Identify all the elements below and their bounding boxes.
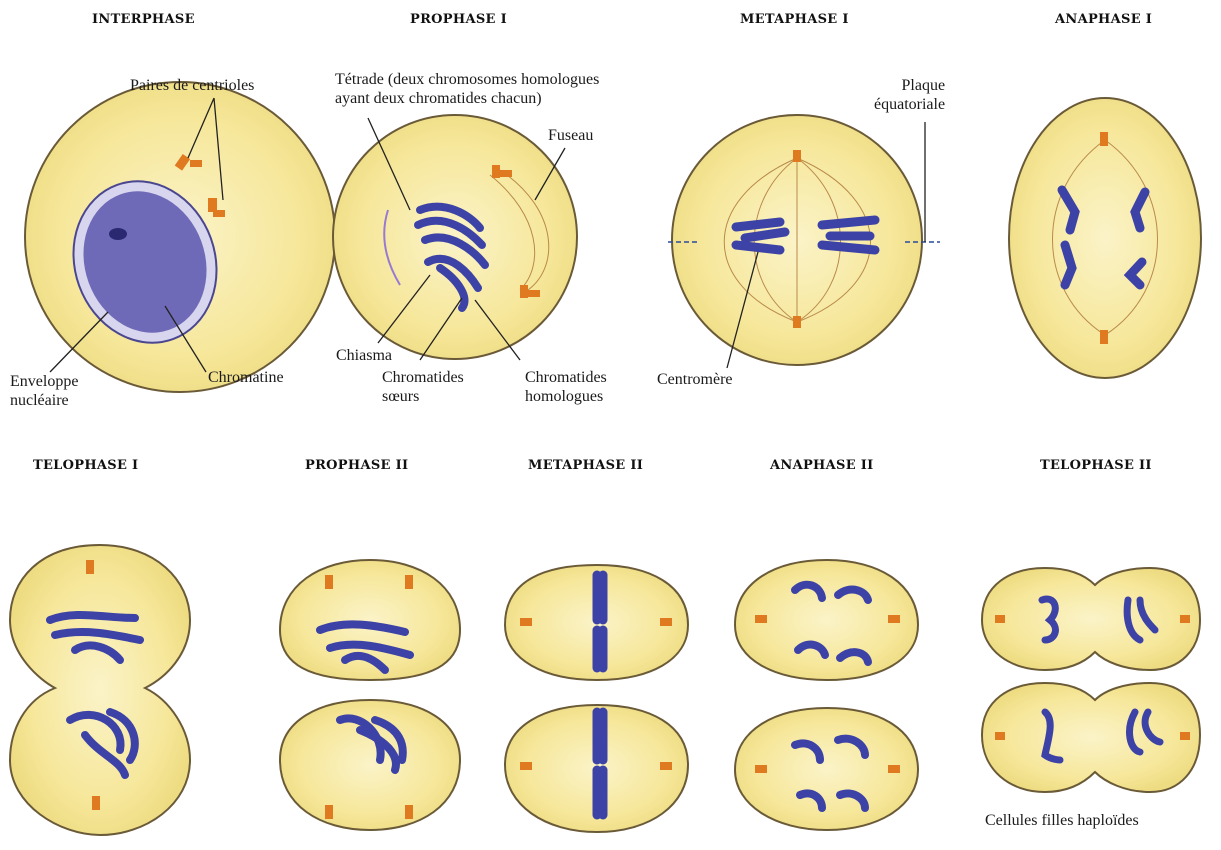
cell-prophase2 (280, 560, 460, 830)
label-cellules-filles: Cellules filles haploïdes (985, 811, 1139, 830)
label-tetrade: Tétrade (deux chromosomes homologues aya… (335, 70, 599, 108)
title-telophase2: TELOPHASE II (1040, 458, 1152, 473)
label-centrioles: Paires de centrioles (130, 76, 254, 95)
label-chromatine: Chromatine (208, 368, 284, 387)
label-fuseau: Fuseau (548, 126, 593, 145)
cell-telophase1 (10, 545, 190, 835)
title-interphase: INTERPHASE (92, 12, 195, 27)
title-anaphase2: ANAPHASE II (770, 458, 874, 473)
cell-interphase (25, 82, 335, 392)
title-prophase2: PROPHASE II (305, 458, 408, 473)
cell-metaphase1 (668, 115, 940, 368)
title-metaphase2: METAPHASE II (528, 458, 643, 473)
label-chromatides-soeurs: Chromatides sœurs (382, 368, 464, 406)
label-enveloppe: Enveloppe nucléaire (10, 372, 78, 410)
cell-telophase2 (982, 568, 1200, 792)
title-metaphase1: METAPHASE I (740, 12, 849, 27)
title-prophase1: PROPHASE I (410, 12, 507, 27)
label-chromatides-homologues: Chromatides homologues (525, 368, 607, 406)
cell-prophase1 (333, 115, 577, 360)
label-chiasma: Chiasma (336, 346, 392, 365)
cell-metaphase2 (505, 565, 688, 832)
metaphase2-chromosomes (597, 575, 603, 815)
title-anaphase1: ANAPHASE I (1055, 12, 1152, 27)
cell-anaphase2 (735, 560, 918, 830)
label-centromere: Centromère (657, 370, 733, 389)
cell-anaphase1 (1009, 98, 1201, 378)
label-plaque: Plaque équatoriale (874, 76, 945, 114)
title-telophase1: TELOPHASE I (33, 458, 138, 473)
